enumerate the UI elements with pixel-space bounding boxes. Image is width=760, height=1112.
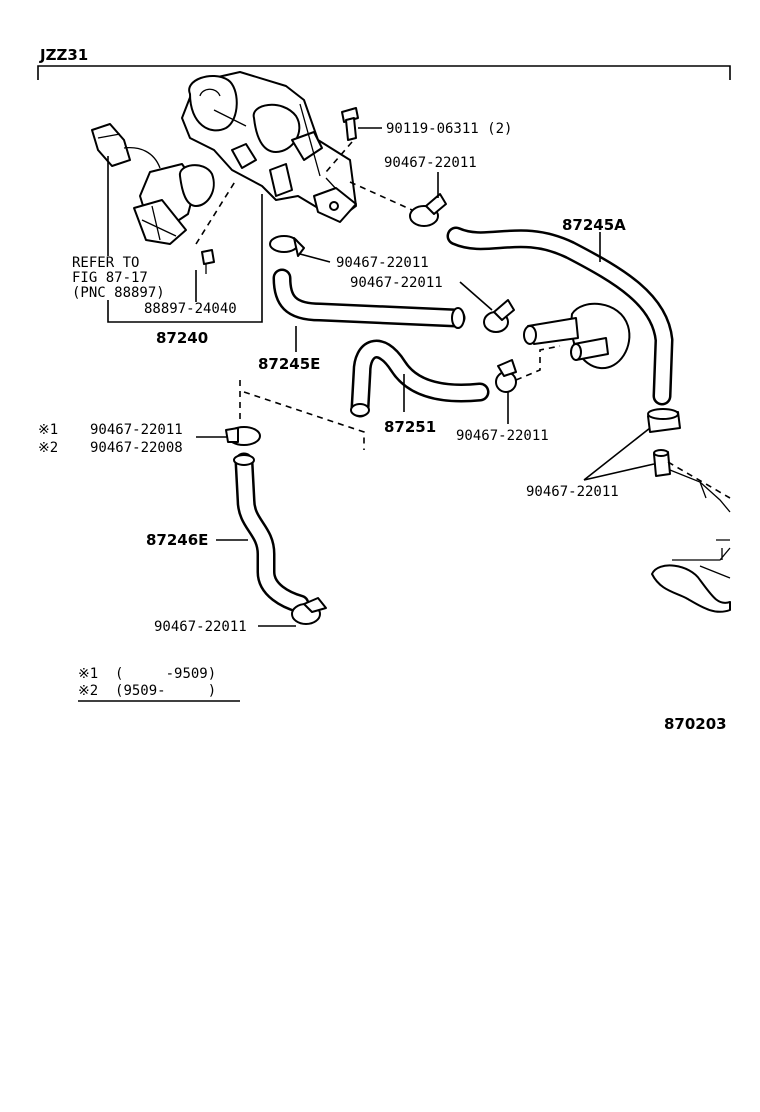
label-hose-e: 87245E	[258, 355, 320, 373]
note1-part: 90467-22011	[90, 422, 183, 438]
clamp-c-leader	[459, 281, 493, 311]
figure-number: 870203	[664, 715, 727, 733]
label-clamp-b: 90467-22011	[336, 255, 429, 271]
clamp-icon-c	[483, 299, 515, 333]
legend-row-2: ※2 (9509- )	[78, 683, 216, 699]
legend-row-1: ※1 ( -9509)	[78, 666, 216, 682]
model-code: JZZ31	[39, 46, 88, 64]
refer-line-2: FIG 87-17	[72, 270, 148, 286]
engine-outline	[651, 469, 731, 613]
clamp-icon-note	[225, 426, 261, 446]
label-clamp-a: 90467-22011	[384, 155, 477, 171]
label-clamp-c: 90467-22011	[350, 275, 443, 291]
refer-line-1: REFER TO	[72, 255, 139, 271]
clamp-a-dash	[349, 181, 413, 211]
label-hose-a: 87245A	[562, 216, 626, 234]
pipe-stub	[653, 449, 671, 477]
label-clamp-d: 90467-22011	[456, 428, 549, 444]
clamp-icon-f	[291, 597, 327, 625]
connection-dash	[239, 380, 365, 450]
clamp-icon-d	[495, 359, 517, 393]
vsv-assembly	[91, 123, 215, 245]
refer-line-3: (PNC 88897)	[72, 285, 165, 301]
clamp-d-dash	[515, 345, 561, 381]
note2-mark: ※2	[38, 440, 58, 456]
clamp-icon-b	[269, 235, 305, 257]
bolt-icon	[341, 107, 359, 141]
frame-bracket	[37, 65, 731, 80]
screw-dash	[195, 179, 237, 245]
note2-part: 90467-22008	[90, 440, 183, 456]
right-dash	[667, 461, 731, 499]
right-clamp-leader	[583, 427, 655, 481]
label-screw: 88897-24040	[144, 301, 237, 317]
note1-mark: ※1	[38, 422, 58, 438]
label-hose-246: 87246E	[146, 531, 208, 549]
clamp-b-leader	[299, 253, 331, 263]
water-valve-body	[181, 71, 357, 223]
screw-icon	[201, 249, 215, 274]
clamp-icon-a	[409, 193, 447, 227]
label-right-clamp: 90467-22011	[526, 484, 619, 500]
label-bolt: 90119-06311 (2)	[386, 121, 512, 137]
clamp-icon-right	[647, 408, 681, 433]
label-hose-251: 87251	[384, 418, 436, 436]
bolt-dash	[325, 141, 353, 173]
label-valve-assy: 87240	[156, 329, 208, 347]
label-clamp-f: 90467-22011	[154, 619, 247, 635]
pipe-fitting	[523, 302, 631, 370]
valve-assy-bracket	[107, 194, 263, 323]
